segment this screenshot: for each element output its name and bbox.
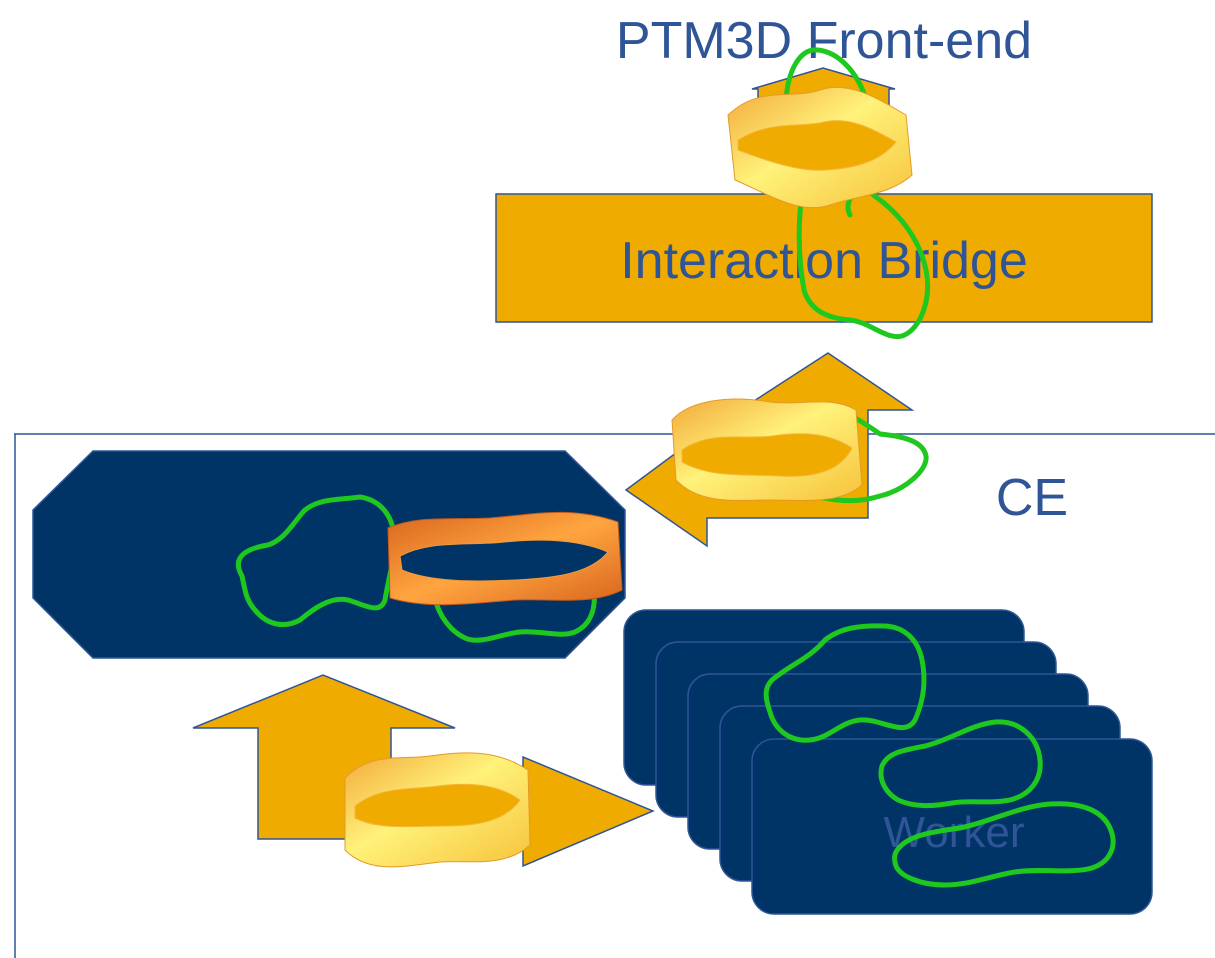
worker-stack: Worker — [623, 609, 1153, 915]
arrow-master-to-workers — [192, 674, 655, 868]
ce-master-octagon — [32, 450, 626, 659]
ce-frame — [14, 433, 1215, 958]
ce-label: CE — [996, 469, 1068, 527]
interaction-bridge-box: Interaction Bridge — [495, 193, 1153, 323]
green-loop-bridge — [796, 157, 931, 340]
ring-octagon — [387, 511, 623, 606]
ring-ce-arrow — [671, 398, 863, 502]
green-loop-worker-bottom — [892, 801, 1116, 888]
interaction-bridge-label: Interaction Bridge — [620, 232, 1028, 290]
ring-workers-arrow — [344, 752, 531, 868]
ring-frontend — [727, 86, 913, 209]
front-end-title: PTM3D Front-end — [616, 12, 1032, 70]
green-loop-worker-middle — [878, 719, 1043, 809]
green-loop-worker-top — [763, 623, 927, 743]
